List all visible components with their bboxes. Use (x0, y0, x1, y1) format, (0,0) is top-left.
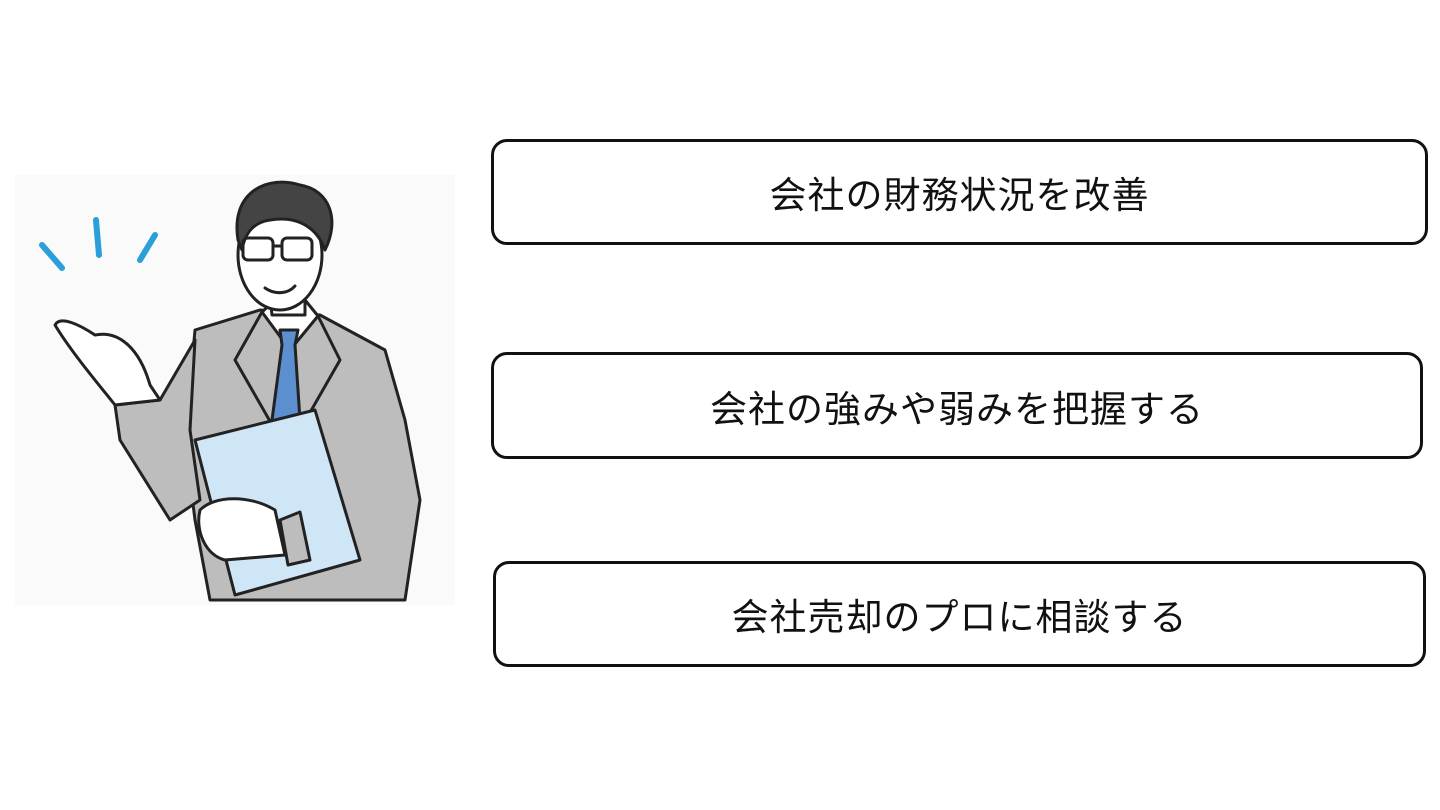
businessman-presenting-icon (15, 175, 455, 605)
item-label: 会社の強みや弱みを把握する (710, 387, 1204, 431)
item-box-consult-professional: 会社売却のプロに相談する (493, 561, 1426, 667)
emphasis-lines-icon (39, 217, 158, 271)
item-label: 会社の財務状況を改善 (769, 174, 1150, 217)
item-box-improve-finances: 会社の財務状況を改善 (491, 139, 1428, 245)
item-label: 会社売却のプロに相談する (731, 596, 1188, 639)
item-box-understand-strengths-weaknesses: 会社の強みや弱みを把握する (491, 352, 1423, 459)
